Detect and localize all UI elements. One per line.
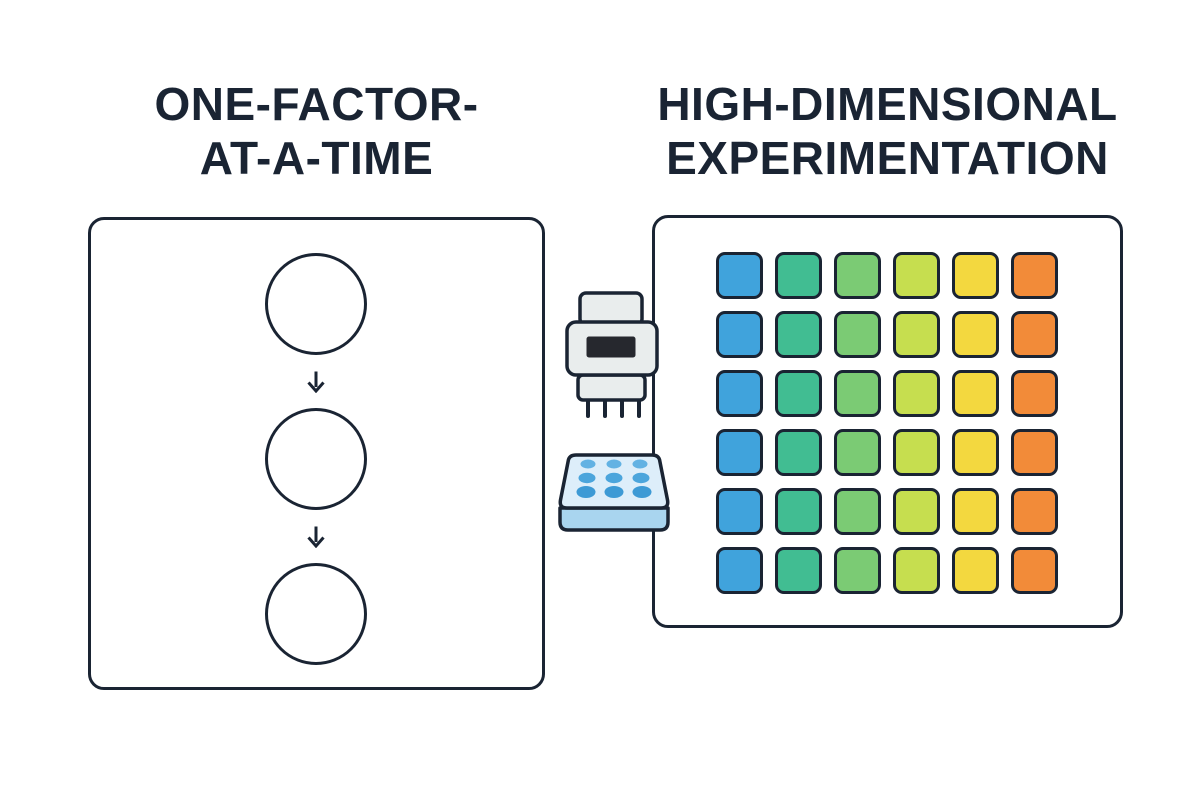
right-method-title-line2: EXPERIMENTATION [666,132,1109,184]
down-arrow-icon [307,526,325,548]
well-cell [775,370,822,417]
well-cell [952,311,999,358]
hdx-panel [652,215,1123,628]
plate-well [632,472,650,484]
well-cell [716,488,763,535]
well-cell [775,488,822,535]
plate-well [578,472,596,484]
right-method-title-line1: HIGH-DIMENSIONAL [657,78,1118,130]
well-cell [952,429,999,476]
plate-well [580,459,596,469]
well-cell [893,252,940,299]
well-cell [893,370,940,417]
hdx-well-grid [716,252,1058,594]
well-cell [1011,370,1058,417]
well-cell [1011,252,1058,299]
well-cell [1011,311,1058,358]
well-cell [952,547,999,594]
well-cell [952,370,999,417]
well-cell [716,311,763,358]
left-method-title-line2: AT-A-TIME [199,132,434,184]
plate-well [576,486,596,498]
right-method-title: HIGH-DIMENSIONAL EXPERIMENTATION [652,77,1123,185]
plate-well [606,459,622,469]
well-cell [893,429,940,476]
microplate-icon [558,453,670,532]
well-cell [775,252,822,299]
well-cell [716,252,763,299]
well-cell [775,429,822,476]
well-cell [834,311,881,358]
ofat-sequential-flow [91,253,541,665]
well-cell [834,252,881,299]
well-cell [893,311,940,358]
plate-wells [576,459,652,498]
experiment-step-circle [265,408,367,510]
well-cell [834,429,881,476]
left-method-title: ONE-FACTOR- AT-A-TIME [88,77,545,185]
well-cell [716,547,763,594]
experiment-step-circle [265,563,367,665]
well-cell [775,547,822,594]
experiment-step-circle [265,253,367,355]
down-arrow-icon [307,371,325,393]
ofat-panel [88,217,545,690]
well-cell [1011,429,1058,476]
multichannel-pipette-icon [565,291,659,418]
well-cell [952,488,999,535]
plate-well [632,459,648,469]
well-cell [775,311,822,358]
well-cell [952,252,999,299]
well-cell [834,488,881,535]
plate-well [604,486,624,498]
well-cell [1011,488,1058,535]
left-method-title-line1: ONE-FACTOR- [154,78,479,130]
pipette-display [586,336,636,358]
plate-well [605,472,623,484]
well-cell [716,429,763,476]
well-cell [716,370,763,417]
well-cell [1011,547,1058,594]
lab-device-illustration [558,291,670,532]
well-cell [834,370,881,417]
plate-well [632,486,652,498]
well-cell [834,547,881,594]
well-cell [893,488,940,535]
well-cell [893,547,940,594]
